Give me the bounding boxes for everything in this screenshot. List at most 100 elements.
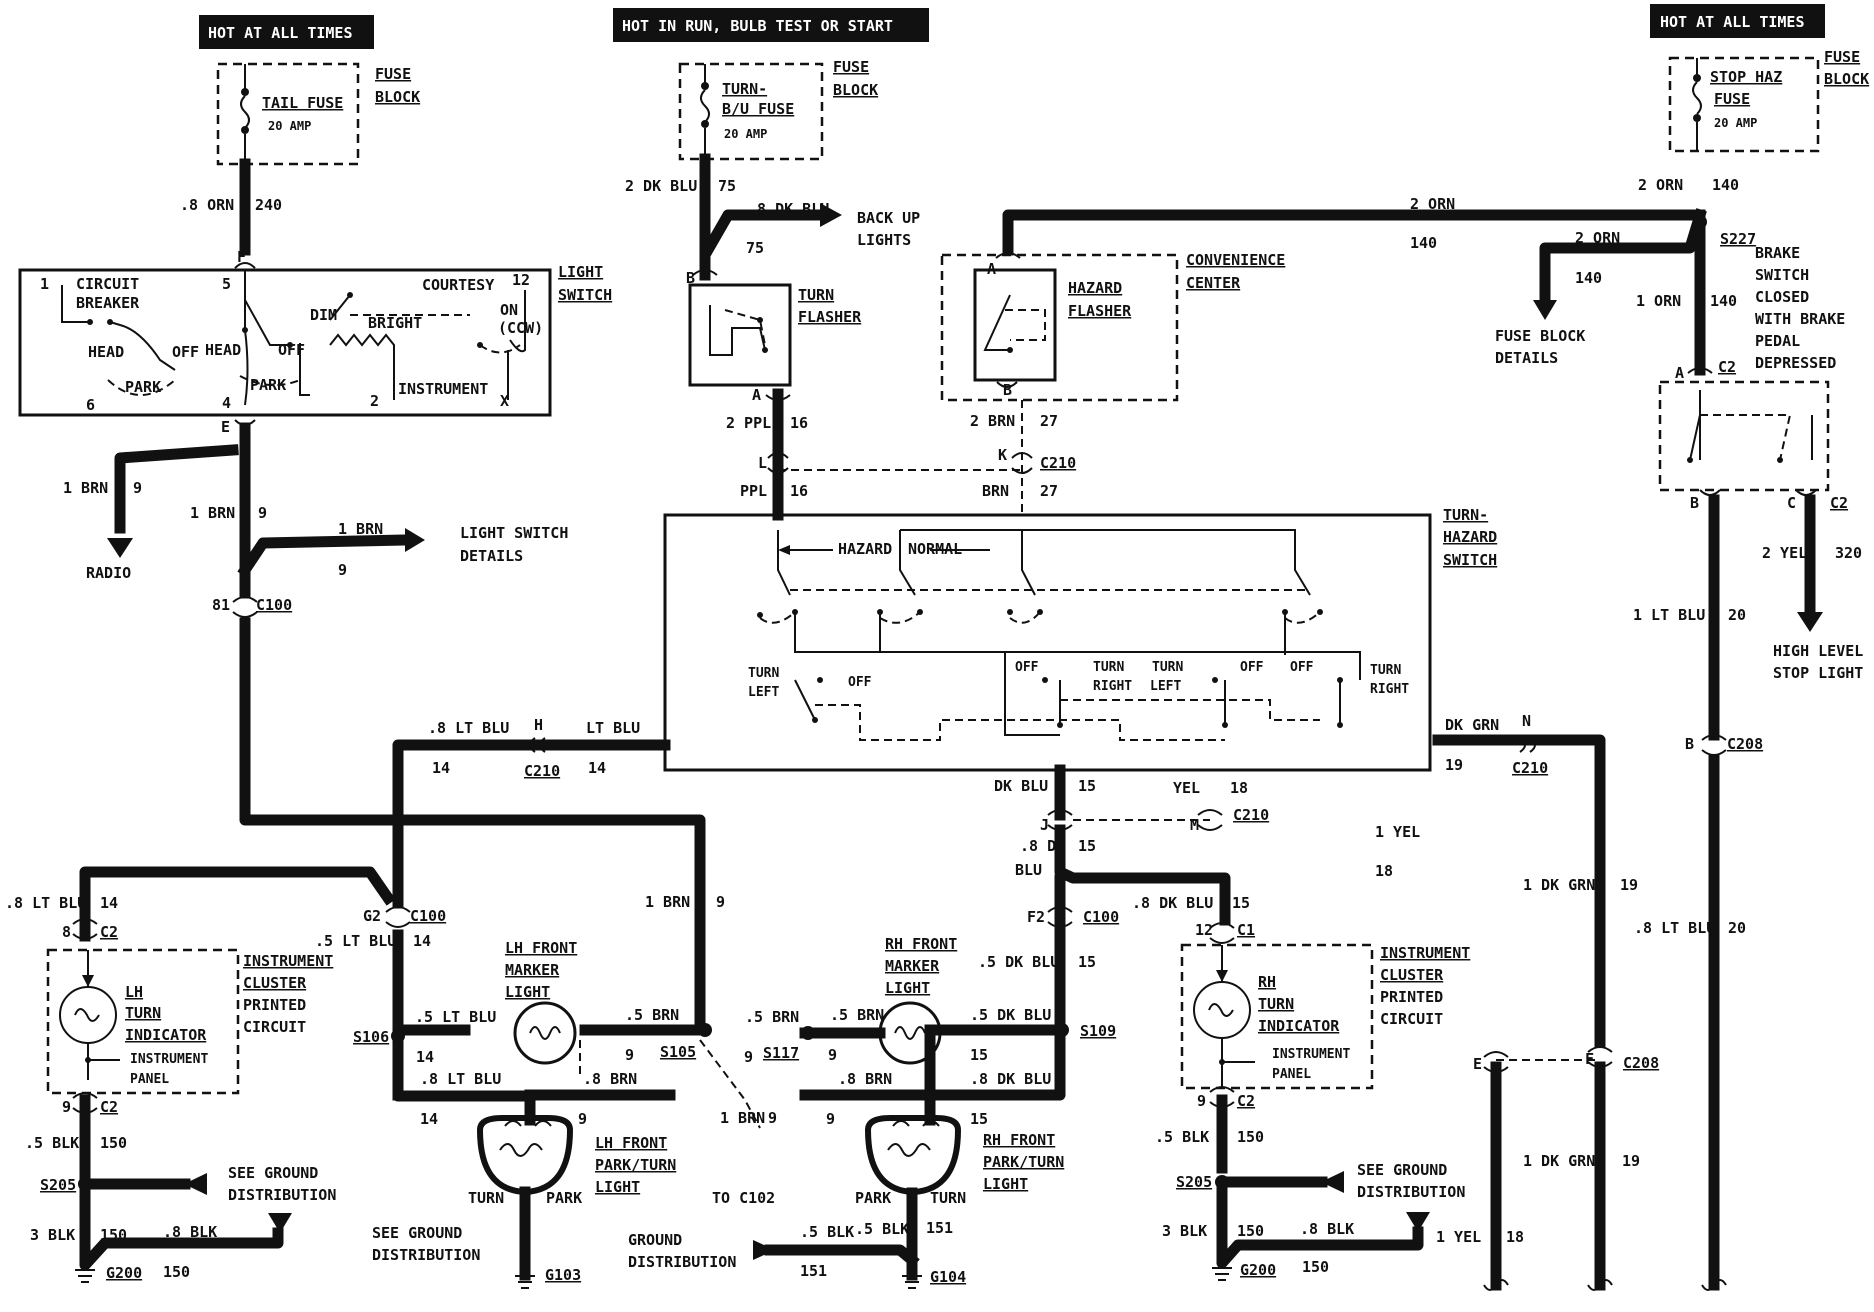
w20-gauge: 1 LT BLU <box>1633 606 1705 624</box>
w18b-num: 18 <box>1375 862 1393 880</box>
c100-81-pin: 81 <box>212 596 230 614</box>
w15-num: 15 <box>1078 777 1096 795</box>
turn-fuse-name: TURN- <box>722 80 767 98</box>
header-hot-mid: HOT IN RUN, BULB TEST OR START <box>613 8 929 42</box>
light-switch-details: LIGHT SWITCH <box>460 524 568 542</box>
lh-front-marker-2: MARKER <box>505 961 560 979</box>
w14b-num: 14 <box>588 759 606 777</box>
w140-gauge: 2 ORN <box>1638 176 1683 194</box>
lh-blk8-num: 150 <box>163 1263 190 1281</box>
c100b-connector: C100 <box>1083 908 1119 926</box>
w27b-gauge: BRN <box>982 482 1009 500</box>
brake-c2b-connector: C2 <box>1830 494 1848 512</box>
thin-wires <box>579 400 1600 1129</box>
ls-off-left: OFF <box>172 343 199 361</box>
w18-gauge: YEL <box>1173 779 1200 797</box>
s227-splice: S227 <box>1720 230 1756 248</box>
rh-instrument-cluster: 12 C1 RH TURN INDICATOR INSTRUMENT PANEL… <box>1155 921 1470 1281</box>
mode-hazard: HAZARD <box>838 540 892 558</box>
haz-flasher-pin-b: B <box>1003 381 1012 399</box>
ls-head-mid: HEAD <box>205 341 241 359</box>
lh-cluster-title: INSTRUMENT <box>243 952 333 970</box>
stop-fuse: STOP HAZ FUSE 20 AMP FUSE BLOCK <box>1668 48 1869 153</box>
header-hot-left: HOT AT ALL TIMES <box>199 15 374 49</box>
lh-cluster-c2: C2 <box>100 923 118 941</box>
lh-blk3-num: 150 <box>100 1226 127 1244</box>
lh-blk3-gauge: 3 BLK <box>30 1226 75 1244</box>
light-switch-details-2: DETAILS <box>460 547 523 565</box>
c100-connector: C100 <box>256 596 292 614</box>
c210-k-pin: K <box>998 446 1007 464</box>
c100c-connector: C100 <box>410 907 446 925</box>
rh-cluster-c1: C1 <box>1237 921 1255 939</box>
lh-cluster-wire-gauge: .8 LT BLU <box>5 894 86 912</box>
w19b-num: 19 <box>1620 876 1638 894</box>
lh-front-lights: S106 .5 LT BLU 14 LH FRONT MARKER LIGHT … <box>353 939 712 1289</box>
ths-off-2: OFF <box>1015 660 1039 675</box>
rh-cluster-pin-9: 9 <box>1197 1092 1206 1110</box>
w16-num: 16 <box>790 414 808 432</box>
header-hot-mid-text: HOT IN RUN, BULB TEST OR START <box>622 17 893 35</box>
w140-top-gauge: 2 ORN <box>1410 195 1455 213</box>
c210-m-pin: M <box>1190 816 1199 834</box>
turn-fuse-label-2: BLOCK <box>833 81 878 99</box>
brake-switch-title: BRAKE <box>1755 244 1800 262</box>
w9-lsd-num: 9 <box>338 561 347 579</box>
flasher-title-2: FLASHER <box>798 308 862 326</box>
lh-turn-label: TURN <box>468 1189 504 1207</box>
w15c-num: 15 <box>1232 894 1250 912</box>
fuse-block-details: FUSE BLOCK <box>1495 327 1585 345</box>
w9-radio-gauge: 1 BRN <box>63 479 108 497</box>
rh-cluster-title: INSTRUMENT <box>1380 944 1470 962</box>
w18c-num: 18 <box>1506 1228 1524 1246</box>
lh-cluster-title-2: CLUSTER <box>243 974 307 992</box>
g103-ground: G103 <box>545 1266 581 1284</box>
lh-marker-brn-gauge: .5 BRN <box>625 1006 679 1024</box>
w14d-gauge: .5 LT BLU <box>315 932 396 950</box>
brake-switch-closed: CLOSED <box>1755 288 1809 306</box>
w320-num: 320 <box>1835 544 1862 562</box>
lh-park-brn-num: 9 <box>578 1110 587 1128</box>
ls-pin-12: 12 <box>512 271 530 289</box>
light-switch-title-2: SWITCH <box>558 286 612 304</box>
w14-num: 14 <box>432 759 450 777</box>
center-blk-a: .5 BLK <box>800 1223 854 1241</box>
rh-front-marker: RH FRONT <box>885 935 957 953</box>
rh-turn-indicator-3: INDICATOR <box>1258 1017 1340 1035</box>
hazard-flasher-title-2: FLASHER <box>1068 302 1132 320</box>
ths-turn-left-b-2: LEFT <box>1150 679 1181 694</box>
lh-park-lb-num: 14 <box>420 1110 438 1128</box>
turn-hazard-title-2: HAZARD <box>1443 528 1497 546</box>
light-switch-conn-e: E <box>221 418 230 436</box>
w19c-gauge: 1 DK GRN <box>1523 1152 1595 1170</box>
w75b-num: 75 <box>746 239 764 257</box>
flasher-title: TURN <box>798 286 834 304</box>
w14d-num: 14 <box>413 932 431 950</box>
c210-l-k-connector: C210 <box>1040 454 1076 472</box>
c100-g2-pin: G2 <box>363 907 381 925</box>
w16b-gauge: PPL <box>740 482 767 500</box>
rh-front-marker-3: LIGHT <box>885 979 930 997</box>
ths-off-3: OFF <box>1240 660 1264 675</box>
rh-park-db-gauge: .8 DK BLU <box>970 1070 1051 1088</box>
connector-symbols <box>72 252 1817 1291</box>
turn-hazard-switch: TURN- HAZARD SWITCH HAZARD NORMAL TURN L… <box>663 506 1497 772</box>
rh-turn-indicator-2: TURN <box>1258 995 1294 1013</box>
center-ground-dist: GROUND <box>628 1231 682 1249</box>
ls-pin-4: 4 <box>222 394 231 412</box>
w18-num: 18 <box>1230 779 1248 797</box>
w15b-gauge: .8 DK <box>1020 837 1065 855</box>
w19b-gauge: 1 DK GRN <box>1523 876 1595 894</box>
w20b-gauge: .8 LT BLU <box>1634 919 1715 937</box>
lh-blk8-gauge: .8 BLK <box>163 1223 217 1241</box>
w140-b-num: 140 <box>1710 292 1737 310</box>
w15d-num: 15 <box>1078 953 1096 971</box>
brake-switch-title-2: SWITCH <box>1755 266 1809 284</box>
w14-gauge: .8 LT BLU <box>428 719 509 737</box>
to-c102-label: TO C102 <box>712 1189 775 1207</box>
lh-marker-brn-num: 9 <box>625 1046 634 1064</box>
light-switch-conn-f: F <box>237 248 246 266</box>
w240-num: 240 <box>255 196 282 214</box>
rh-front-park: RH FRONT <box>983 1131 1055 1149</box>
w20b-num: 20 <box>1728 919 1746 937</box>
